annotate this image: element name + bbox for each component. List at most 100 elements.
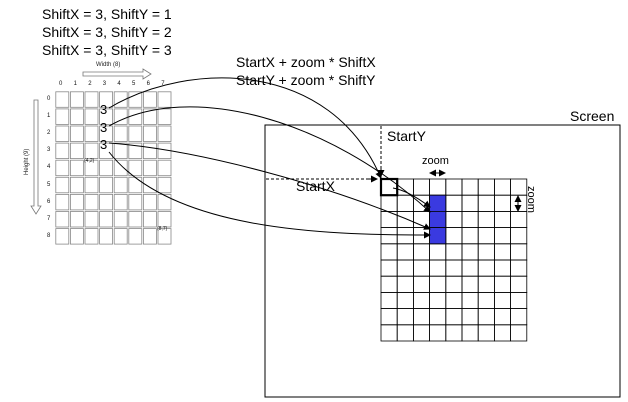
zoom-label: zoom (422, 155, 449, 167)
source-grid-cell (142, 193, 157, 211)
column-index: 1 (73, 81, 77, 87)
screen-grid-cell (493, 227, 511, 245)
source-grid-cell (99, 211, 113, 228)
source-grid-cell (128, 228, 143, 245)
screen-grid-cell (396, 259, 414, 277)
screen-grid-cell (380, 275, 398, 293)
screen-grid-cell (461, 243, 479, 261)
source-grid-cell (113, 142, 128, 160)
source-grid-cell (113, 91, 128, 108)
source-grid-cell (84, 142, 99, 160)
source-grid-cell (142, 159, 157, 177)
screen-grid-cell (412, 291, 430, 309)
column-index: 4 (117, 81, 121, 87)
source-grid-cell (84, 159, 99, 177)
screen-grid-cell (380, 308, 398, 326)
source-grid-cell (113, 108, 128, 125)
source-grid-cell (99, 108, 113, 125)
source-grid-cell (55, 91, 70, 108)
column-index: 6 (146, 81, 150, 87)
screen-grid-cell (412, 227, 430, 245)
source-grid-cell (128, 176, 143, 194)
source-grid-cell (70, 108, 84, 125)
source-grid-cell (55, 159, 70, 177)
source-grid-cell (84, 176, 99, 194)
screen-grid-cell (429, 259, 447, 277)
formula-x: StartX + zoom * ShiftX (236, 54, 376, 70)
screen-grid-cell (461, 227, 479, 245)
column-index: 2 (88, 81, 92, 87)
mapping-arrow-row3 (108, 151, 431, 239)
screen-grid-cell (477, 275, 495, 293)
highlighted-cell (429, 227, 447, 245)
source-grid-cell (55, 142, 70, 160)
screen-label: Screen (570, 108, 615, 124)
source-grid-cell (142, 142, 157, 160)
column-index: 5 (132, 81, 136, 87)
source-grid-cell (99, 176, 113, 194)
screen-grid-cell (396, 324, 414, 342)
width-arrow (82, 68, 152, 80)
screen-grid-cell (477, 210, 495, 228)
source-grid-cell (128, 159, 143, 177)
screen-grid-cell (380, 291, 398, 309)
source-grid-cell (157, 193, 172, 211)
row-index: 2 (47, 130, 51, 137)
source-grid-cell (157, 211, 172, 228)
cell-marker-row1: 3 (100, 102, 108, 117)
screen-grid-cell (493, 275, 511, 293)
source-grid-cell (55, 228, 70, 245)
cell-marker-row2: 3 (100, 120, 108, 135)
screen-grid-cell (493, 210, 511, 228)
source-grid-cell (84, 125, 99, 142)
screen-grid-cell (461, 324, 479, 342)
cell-coordinate-label-b: (8,7) (157, 226, 168, 232)
source-grid-cell (55, 176, 70, 194)
formula-y: StartY + zoom * ShiftY (236, 72, 376, 88)
column-index: 3 (102, 81, 107, 87)
source-grid-cell (70, 228, 84, 245)
starty-label: StartY (387, 128, 426, 144)
screen-grid-cell (493, 291, 511, 309)
screen-grid-cell (396, 291, 414, 309)
screen-rectangle (264, 124, 621, 398)
shift-label-1: ShiftX = 3, ShiftY = 1 (42, 6, 172, 22)
screen-grid-cell (461, 291, 479, 309)
screen-grid-cell (477, 324, 495, 342)
screen-grid-cell (493, 324, 511, 342)
source-grid-cell (84, 193, 99, 211)
screen-grid-cell (445, 324, 463, 342)
screen-grid-cell (445, 259, 463, 277)
source-grid-cell (142, 176, 157, 194)
source-grid-cell (99, 228, 113, 245)
source-grid-cell (157, 176, 172, 194)
source-grid-cell (157, 108, 172, 125)
screen-grid-cell (445, 178, 463, 196)
source-grid-cell (84, 211, 99, 228)
screen-grid-cell (412, 259, 430, 277)
screen-grid-cell (429, 291, 447, 309)
source-grid-cell (113, 228, 128, 245)
screen-grid-cell (445, 243, 463, 261)
row-index: 4 (47, 164, 51, 171)
row-index: 5 (47, 181, 51, 188)
screen-grid-cell (510, 291, 528, 309)
screen-grid-cell (396, 308, 414, 326)
mapping-arrow-row1 (108, 106, 431, 213)
screen-grid-cell (429, 324, 447, 342)
screen-grid-cell (380, 259, 398, 277)
screen-grid-cell (380, 194, 398, 212)
row-index: 3 (47, 147, 51, 154)
screen-grid-cell (510, 259, 528, 277)
screen-grid-cell (493, 178, 511, 196)
source-grid-cell (142, 125, 157, 142)
screen-grid-cell (445, 210, 463, 228)
screen-grid-cell (510, 324, 528, 342)
shift-label-2: ShiftX = 3, ShiftY = 2 (42, 24, 172, 40)
screen-grid-cell (477, 308, 495, 326)
source-grid-cell (128, 91, 143, 108)
screen-grid-cell (510, 308, 528, 326)
screen-grid-cell (396, 275, 414, 293)
row-index: 7 (47, 215, 51, 222)
